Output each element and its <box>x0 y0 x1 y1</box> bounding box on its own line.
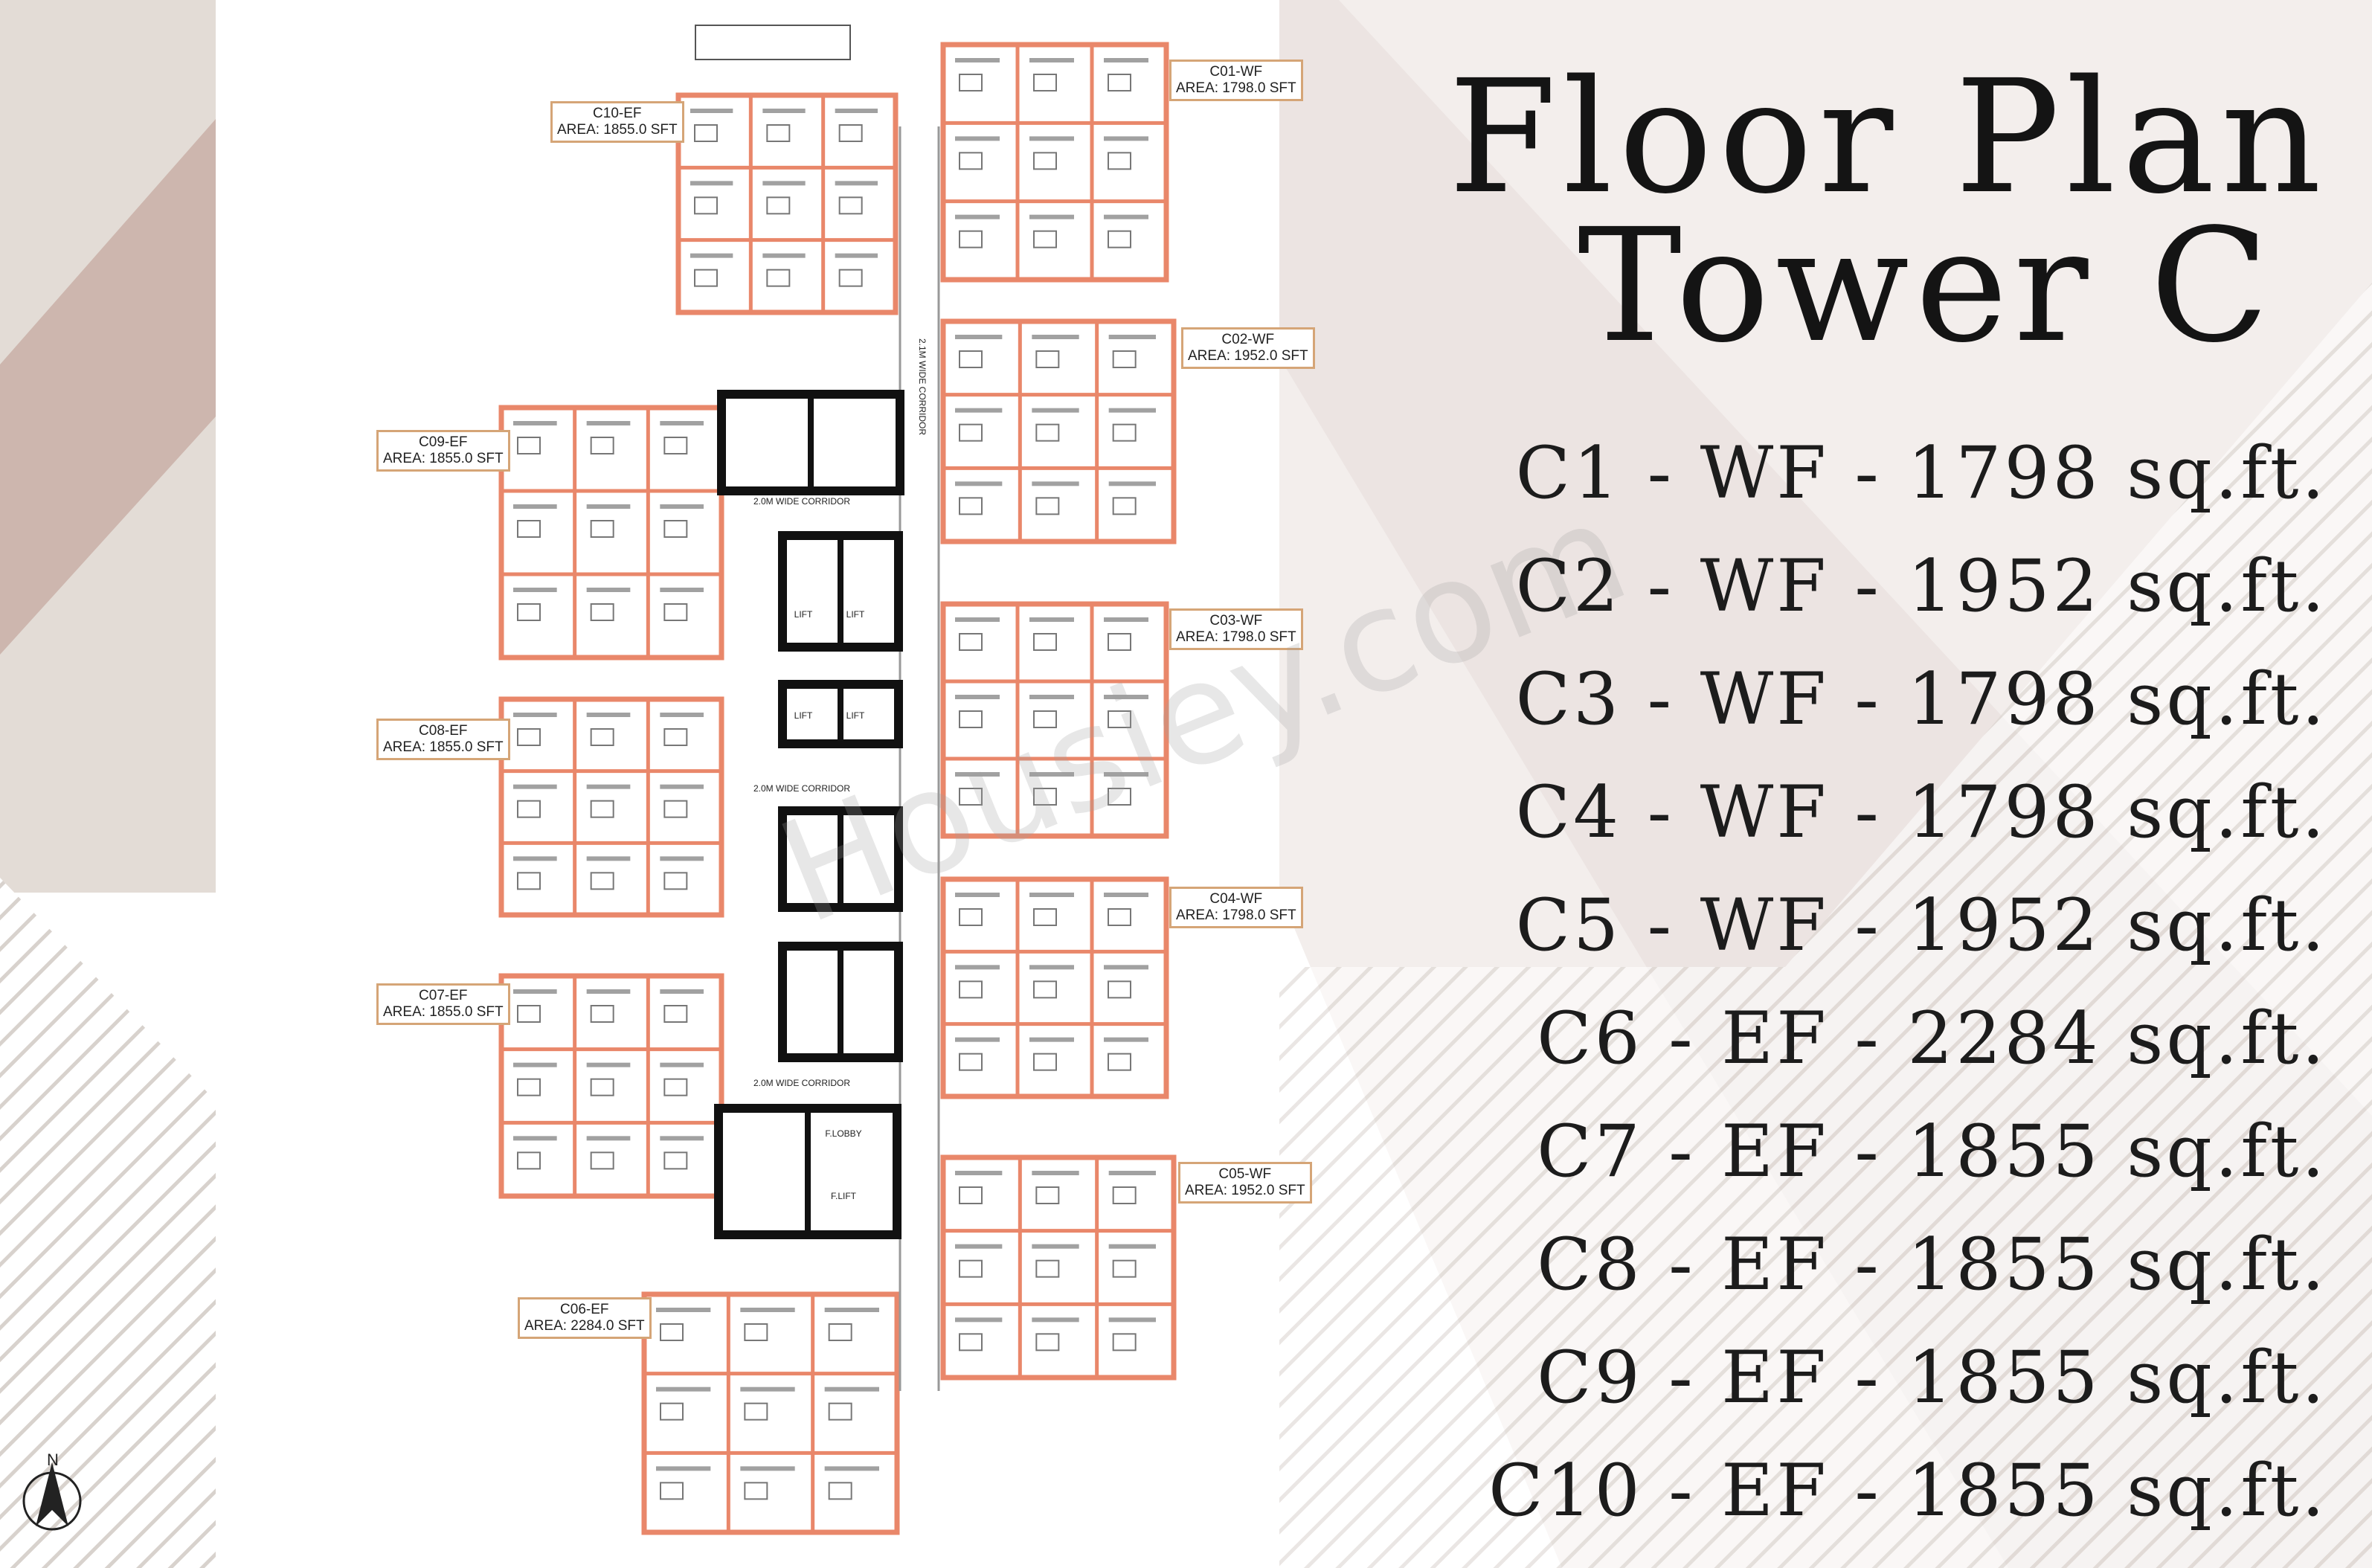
unit-area-list: C1 - WF - 1798 sq.ft. C2 - WF - 1952 sq.… <box>1488 417 2327 1547</box>
callout-c09-area: AREA: 1855.0 SFT <box>383 451 504 466</box>
callout-c08-name: C08-EF <box>419 723 468 739</box>
north-arrow-icon <box>22 1462 82 1531</box>
unit-row-c10: C10 - EF - 1855 sq.ft. <box>1488 1449 2327 1532</box>
apartment-c07 <box>498 973 724 1199</box>
stair-core-bottom <box>714 1104 901 1239</box>
callout-c10-area: AREA: 1855.0 SFT <box>557 122 678 138</box>
unit-row-c6: C6 - EF - 2284 sq.ft. <box>1537 997 2327 1080</box>
lift-core-4 <box>778 942 903 1062</box>
callout-c09-name: C09-EF <box>419 434 468 450</box>
north-label: N <box>47 1450 59 1469</box>
plan-header-box <box>695 25 851 60</box>
apartment-c02 <box>940 318 1177 544</box>
callout-c10-name: C10-EF <box>593 106 642 121</box>
corridor-label-3: 2.0M WIDE CORRIDOR <box>753 1078 850 1088</box>
callout-c01-name: C01-WF <box>1209 64 1263 80</box>
fire-lift-label: F.LIFT <box>831 1191 857 1201</box>
passage-label: 2.1M WIDE CORRIDOR <box>917 338 928 435</box>
callout-c08-area: AREA: 1855.0 SFT <box>383 739 504 755</box>
apartment-blocks <box>498 42 1177 1535</box>
callout-c03-area: AREA: 1798.0 SFT <box>1176 629 1296 645</box>
left-panel-stripes <box>0 878 216 1568</box>
apartment-c04 <box>940 876 1169 1099</box>
callout-c05-area: AREA: 1952.0 SFT <box>1185 1183 1305 1198</box>
callout-c06-name: C06-EF <box>560 1302 609 1317</box>
unit-row-c7: C7 - EF - 1855 sq.ft. <box>1537 1110 2327 1193</box>
apartment-c03 <box>940 601 1169 839</box>
callout-c02-area: AREA: 1952.0 SFT <box>1188 348 1308 364</box>
callout-c06-area: AREA: 2284.0 SFT <box>524 1318 645 1334</box>
callout-c04: C04-WF AREA: 1798.0 SFT <box>1169 887 1303 928</box>
callout-c08: C08-EF AREA: 1855.0 SFT <box>376 719 510 760</box>
callout-c04-name: C04-WF <box>1209 891 1263 907</box>
building-core: LIFT LIFT LIFT LIFT F.LIFT F.LOBBY 2.0M WIDE C… <box>714 126 940 1391</box>
callout-c10: C10-EF AREA: 1855.0 SFT <box>550 101 684 143</box>
apartment-c08 <box>498 696 724 918</box>
unit-row-c5: C5 - WF - 1952 sq.ft. <box>1515 884 2327 967</box>
callout-c07: C07-EF AREA: 1855.0 SFT <box>376 983 510 1025</box>
callout-c09: C09-EF AREA: 1855.0 SFT <box>376 430 510 472</box>
lift-label-3: LIFT <box>794 710 813 721</box>
corridor-label-1: 2.0M WIDE CORRIDOR <box>753 496 850 507</box>
callout-c03: C03-WF AREA: 1798.0 SFT <box>1169 608 1303 650</box>
page-title-line2: Tower C <box>1577 195 2275 377</box>
apartment-c09 <box>498 405 724 661</box>
unit-row-c2: C2 - WF - 1952 sq.ft. <box>1515 544 2327 628</box>
left-panel-dark <box>0 119 216 655</box>
callout-c07-name: C07-EF <box>419 988 468 1003</box>
fire-lobby-label: F.LOBBY <box>825 1128 861 1139</box>
lift-core-2 <box>778 680 903 748</box>
lift-label-4: LIFT <box>846 710 865 721</box>
lift-core-1 <box>778 531 903 652</box>
unit-row-c4: C4 - WF - 1798 sq.ft. <box>1515 771 2327 854</box>
unit-row-c9: C9 - EF - 1855 sq.ft. <box>1537 1336 2327 1419</box>
lift-label-2: LIFT <box>846 609 865 620</box>
callout-c03-name: C03-WF <box>1209 613 1263 629</box>
callout-c05-name: C05-WF <box>1218 1166 1272 1182</box>
callout-c01-area: AREA: 1798.0 SFT <box>1176 80 1296 96</box>
callout-c02-name: C02-WF <box>1221 332 1275 347</box>
unit-row-c3: C3 - WF - 1798 sq.ft. <box>1515 658 2327 741</box>
lift-label-1: LIFT <box>794 609 813 620</box>
lift-core-3 <box>778 806 903 912</box>
apartment-c05 <box>940 1154 1177 1381</box>
corridor-label-2: 2.0M WIDE CORRIDOR <box>753 783 850 794</box>
callout-c07-area: AREA: 1855.0 SFT <box>383 1004 504 1020</box>
callout-c06: C06-EF AREA: 2284.0 SFT <box>518 1297 652 1339</box>
callout-c04-area: AREA: 1798.0 SFT <box>1176 907 1296 923</box>
callout-c05: C05-WF AREA: 1952.0 SFT <box>1178 1162 1312 1204</box>
callout-c02: C02-WF AREA: 1952.0 SFT <box>1181 327 1315 369</box>
unit-row-c1: C1 - WF - 1798 sq.ft. <box>1515 431 2327 515</box>
apartment-c10 <box>675 92 899 315</box>
unit-row-c8: C8 - EF - 1855 sq.ft. <box>1537 1223 2327 1306</box>
apartment-c06 <box>641 1291 900 1535</box>
page-title-line1: Floor Plan <box>1448 46 2327 228</box>
stair-core-top <box>717 390 904 495</box>
right-panel-stripes <box>1279 283 2372 1568</box>
apartment-c01 <box>940 42 1169 283</box>
callout-c01: C01-WF AREA: 1798.0 SFT <box>1169 60 1303 101</box>
